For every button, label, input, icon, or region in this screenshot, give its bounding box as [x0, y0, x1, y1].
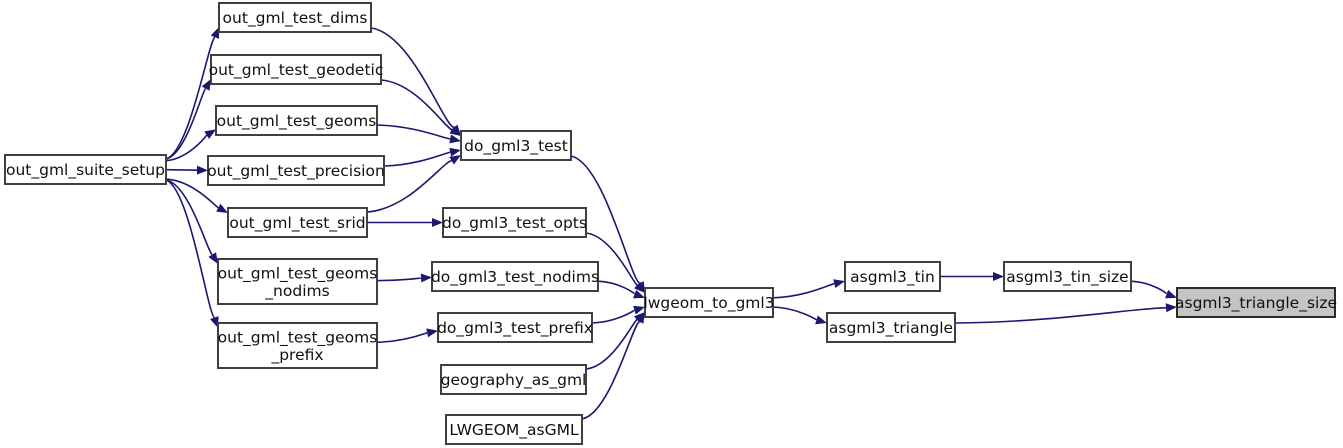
call-edge — [954, 303, 1177, 324]
call-edge — [165, 179, 218, 264]
call-edge — [366, 155, 461, 213]
graph-node-asgml3-tin-size[interactable]: asgml3_tin_size — [1003, 261, 1132, 292]
node-label: asgml3_tin_size — [1006, 268, 1128, 287]
graph-node-out-gml-test-srid[interactable]: out_gml_test_srid — [227, 207, 368, 238]
call-edge — [165, 179, 219, 328]
edges-layer — [165, 27, 1177, 420]
graph-node-asgml3-triangle[interactable]: asgml3_triangle — [826, 312, 956, 343]
node-label: do_gml3_test_nodims — [431, 268, 599, 287]
node-label: lwgeom_to_gml3 — [643, 294, 774, 313]
node-label: do_gml3_test_opts — [442, 214, 587, 233]
nodes-layer: out_gml_suite_setup out_gml_test_dims out_… — [4, 2, 1337, 445]
node-label: asgml3_triangle_size — [1175, 294, 1337, 313]
call-edge — [165, 178, 228, 213]
node-box[interactable] — [210, 54, 382, 85]
call-edge — [376, 124, 461, 144]
node-label: out_gml_test_precision — [207, 162, 385, 181]
node-box[interactable] — [437, 312, 593, 343]
node-box[interactable] — [217, 322, 378, 369]
graph-node-out-gml-suite-setup[interactable]: out_gml_suite_setup — [4, 154, 167, 185]
call-edge — [370, 27, 461, 136]
graph-node-do-gml3-test[interactable]: do_gml3_test — [460, 130, 572, 161]
graph-node-lwgeom-to-gml3[interactable]: lwgeom_to_gml3 — [643, 287, 775, 318]
graph-node-do-gml3-test-nodims[interactable]: do_gml3_test_nodims — [431, 261, 599, 292]
node-box[interactable] — [440, 364, 587, 395]
graph-node-do-gml3-test-prefix[interactable]: do_gml3_test_prefix — [437, 312, 593, 343]
call-edge — [940, 272, 1004, 281]
call-edge — [383, 147, 461, 167]
graph-node-out-gml-test-dims[interactable]: out_gml_test_dims — [218, 2, 372, 33]
node-label: out_gml_test_geodetic — [209, 61, 384, 80]
node-box[interactable] — [826, 312, 956, 343]
call-edge — [1130, 280, 1177, 299]
call-edge — [585, 312, 645, 370]
node-box[interactable] — [442, 207, 587, 238]
call-edge — [165, 165, 208, 175]
node-box[interactable] — [1176, 287, 1336, 318]
graph-node-geography-as-gml[interactable]: geography_as_gml — [440, 364, 587, 395]
node-box[interactable] — [1003, 261, 1132, 292]
call-edge — [772, 279, 845, 299]
call-edge — [772, 306, 827, 325]
graph-node-lwgeom-asgml[interactable]: LWGEOM_asGML — [445, 414, 583, 445]
graph-node-asgml3-tin[interactable]: asgml3_tin — [844, 261, 941, 292]
node-box[interactable] — [218, 2, 372, 33]
call-edge — [165, 79, 211, 160]
call-edge — [585, 232, 645, 293]
node-label: out_gml_test_geoms — [217, 112, 377, 131]
node-box[interactable] — [460, 130, 572, 161]
node-label: asgml3_tin — [850, 268, 935, 287]
node-box[interactable] — [207, 155, 385, 186]
node-label: out_gml_test_dims — [223, 9, 368, 28]
node-label: asgml3_triangle — [829, 319, 953, 338]
node-box[interactable] — [644, 287, 774, 318]
graph-node-do-gml3-test-opts[interactable]: do_gml3_test_opts — [442, 207, 587, 238]
call-edge — [376, 328, 438, 344]
node-label: do_gml3_test_prefix — [437, 319, 593, 338]
node-box[interactable] — [431, 261, 599, 292]
graph-node-out-gml-test-geodetic[interactable]: out_gml_test_geodetic — [209, 54, 384, 85]
node-label-line2: _prefix — [270, 346, 323, 365]
node-label: do_gml3_test — [464, 137, 568, 156]
node-box[interactable] — [844, 261, 941, 292]
node-box[interactable] — [215, 105, 378, 136]
call-edge — [581, 312, 645, 420]
node-label: out_gml_suite_setup — [6, 161, 165, 180]
node-label: out_gml_test_geoms — [218, 264, 378, 283]
node-box[interactable] — [217, 258, 378, 305]
graph-node-out-gml-test-geoms-nodims[interactable]: out_gml_test_geoms_nodims — [217, 258, 378, 305]
node-label: geography_as_gml — [441, 371, 587, 390]
node-label: LWGEOM_asGML — [449, 421, 579, 440]
node-label: out_gml_test_geoms — [218, 328, 378, 347]
node-box[interactable] — [445, 414, 583, 445]
node-box[interactable] — [4, 154, 167, 185]
call-edge — [591, 305, 645, 324]
node-box[interactable] — [227, 207, 368, 238]
call-edge — [165, 27, 220, 160]
graph-node-out-gml-test-geoms-prefix[interactable]: out_gml_test_geoms_prefix — [217, 322, 378, 369]
graph-node-asgml3-triangle-size[interactable]: asgml3_triangle_size — [1175, 287, 1337, 318]
node-label-line2: _nodims — [264, 282, 329, 301]
graph-node-out-gml-test-precision[interactable]: out_gml_test_precision — [207, 155, 385, 186]
node-label: out_gml_test_srid — [229, 214, 365, 233]
call-edge — [165, 129, 216, 162]
call-edge — [376, 273, 432, 283]
call-edge — [380, 79, 461, 136]
graph-node-out-gml-test-geoms[interactable]: out_gml_test_geoms — [215, 105, 378, 136]
call-edge — [367, 218, 443, 227]
